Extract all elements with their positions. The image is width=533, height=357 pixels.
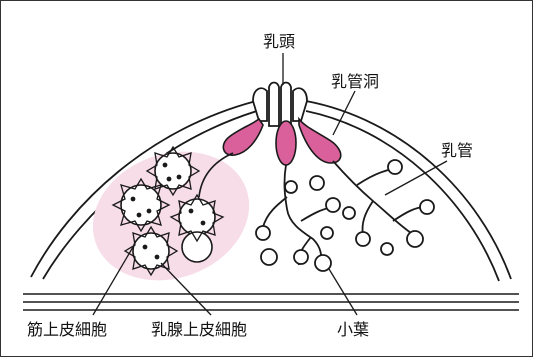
label-myoepithelial-cell: 筋上皮細胞 bbox=[27, 320, 107, 339]
label-lobule: 小葉 bbox=[337, 320, 369, 339]
label-lactiferous-sinus: 乳管洞 bbox=[331, 72, 379, 91]
branching-ducts-middle bbox=[256, 165, 340, 271]
lactiferous-sinuses bbox=[223, 119, 340, 165]
label-lactiferous-duct: 乳管 bbox=[441, 141, 473, 160]
label-nipple: 乳頭 bbox=[263, 32, 295, 51]
branching-ducts-right bbox=[333, 160, 434, 255]
label-glandular-epithelial-cell: 乳腺上皮細胞 bbox=[151, 320, 247, 339]
